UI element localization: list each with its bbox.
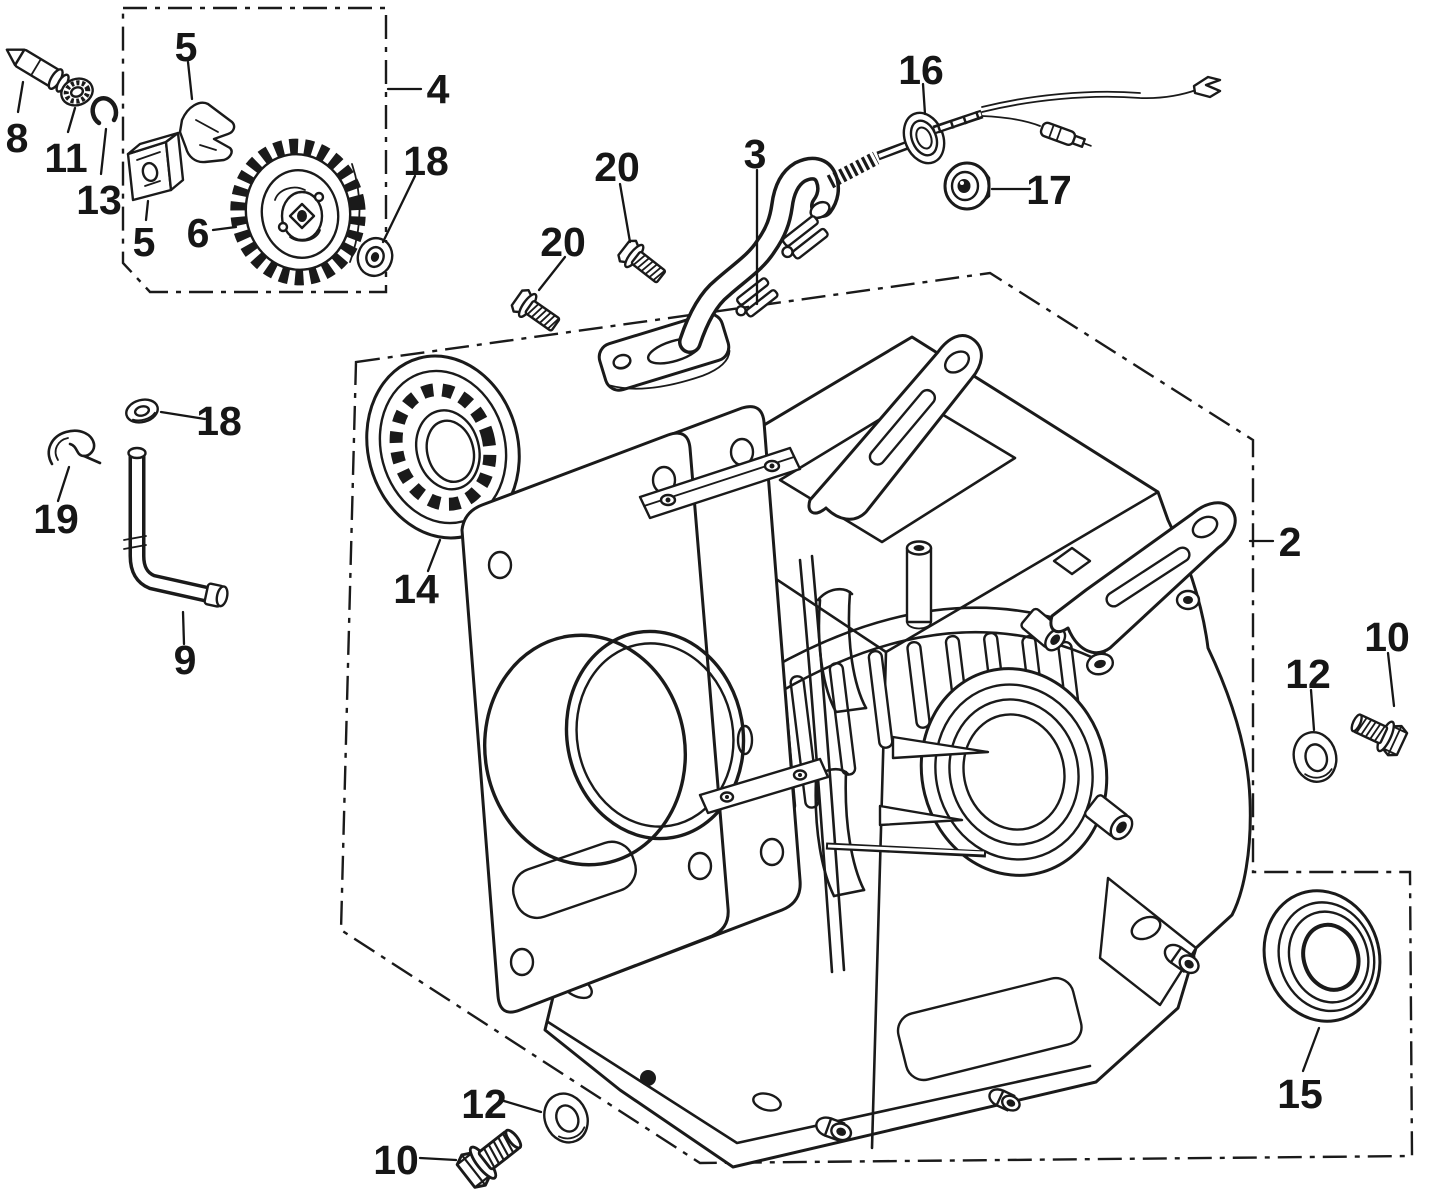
crank-bore bbox=[919, 667, 1109, 877]
mounting-bracket-right bbox=[1049, 501, 1237, 654]
part-10-drain-bolt-bottom bbox=[452, 1119, 530, 1193]
hose-clamp bbox=[781, 215, 829, 260]
part-11-lock-washer bbox=[60, 77, 94, 107]
bullet-terminal bbox=[1039, 121, 1092, 149]
callout-14-ball-bearing: 14 bbox=[393, 566, 439, 612]
leader-line-20-flange-bolt bbox=[537, 255, 567, 292]
leader-line-13-snap-ring bbox=[99, 127, 108, 176]
mount-foot bbox=[988, 1088, 1021, 1112]
part-20-flange-bolt-lower bbox=[508, 285, 565, 338]
leader-line-14-ball-bearing bbox=[426, 538, 442, 573]
bolt-boss bbox=[1020, 607, 1067, 652]
part-12-sealing-washer-right bbox=[1287, 726, 1343, 788]
part-9-breather-pipe bbox=[123, 446, 229, 608]
callout-6-starter-ratchet: 6 bbox=[187, 210, 210, 256]
part-3-breather-tube bbox=[597, 156, 841, 392]
leader-line-16-grommet bbox=[921, 82, 927, 116]
cylinder-bores bbox=[482, 629, 746, 867]
leader-line-8-pin bbox=[16, 80, 25, 114]
mount-foot bbox=[1163, 943, 1200, 975]
part-20-flange-bolt-upper bbox=[614, 236, 671, 289]
part-18-washer-gear bbox=[356, 236, 394, 278]
callout-19-clip: 19 bbox=[33, 496, 79, 542]
part-17-flange-nut bbox=[943, 161, 991, 211]
leader-line-10-flange-bolt bbox=[1386, 651, 1396, 708]
callout-5-coil-block: 5 bbox=[133, 219, 156, 265]
leader-line-20-flange-bolt bbox=[618, 182, 632, 244]
clamp-bars bbox=[638, 446, 830, 815]
part-5-contact-set bbox=[178, 101, 236, 164]
valve-chest-detail bbox=[798, 554, 987, 974]
leader-line-5-contact-set bbox=[186, 60, 194, 101]
callout-16-grommet: 16 bbox=[898, 47, 944, 93]
part-13-snap-ring bbox=[90, 96, 119, 126]
leader-line-12-sealing-washer bbox=[1309, 688, 1316, 732]
callout-4-ignition-group-box: 4 bbox=[427, 66, 450, 112]
callout-15-oil-seal: 15 bbox=[1277, 1071, 1323, 1117]
callout-12-sealing-washer: 12 bbox=[1285, 651, 1331, 697]
part-18-washer-left bbox=[125, 398, 159, 424]
leader-line-18-washer bbox=[381, 174, 417, 244]
callout-12-sealing-washer: 12 bbox=[461, 1081, 507, 1127]
group-4-box bbox=[121, 6, 388, 294]
callout-18-washer: 18 bbox=[196, 398, 242, 444]
leader-line-12-sealing-washer bbox=[502, 1099, 543, 1114]
leader-line-6-starter-ratchet bbox=[211, 225, 238, 232]
leader-line-10-drain-bolt bbox=[418, 1156, 458, 1162]
part-8-pin bbox=[5, 48, 70, 93]
part-15-oil-seal bbox=[1262, 889, 1382, 1023]
callout-10-drain-bolt: 10 bbox=[373, 1137, 419, 1183]
callout-18-washer: 18 bbox=[403, 138, 449, 184]
cable-spring-wrap bbox=[826, 151, 880, 189]
leader-line-9-breather-pipe bbox=[181, 610, 186, 646]
group-2-box bbox=[339, 271, 1414, 1165]
callout-5-contact-set: 5 bbox=[175, 24, 198, 70]
part-16-cable-grommet-assembly bbox=[826, 75, 1222, 189]
callout-9-breather-pipe: 9 bbox=[174, 637, 197, 683]
callout-17-flange-nut: 17 bbox=[1026, 167, 1072, 213]
callout-20-flange-bolt: 20 bbox=[540, 219, 586, 265]
callout-3-breather-tube: 3 bbox=[744, 131, 767, 177]
part-14-ball-bearing bbox=[365, 354, 521, 540]
leader-line-19-clip bbox=[56, 465, 71, 503]
callout-11-lock-washer: 11 bbox=[44, 135, 87, 181]
leader-line-15-oil-seal bbox=[1301, 1026, 1321, 1073]
leader-line-18-washer bbox=[159, 410, 207, 421]
callout-2-cylinder-block-box: 2 bbox=[1279, 519, 1302, 565]
part-5-coil-block bbox=[126, 131, 185, 202]
leader-line-11-lock-washer bbox=[66, 106, 77, 134]
callout-8-pin: 8 bbox=[6, 115, 29, 161]
bolt-boss bbox=[1085, 652, 1115, 676]
bolt-boss bbox=[1083, 794, 1134, 841]
grommet bbox=[902, 111, 946, 165]
spade-terminal bbox=[1192, 75, 1222, 99]
mount-foot bbox=[815, 1116, 853, 1142]
part-10-flange-bolt-right bbox=[1345, 705, 1410, 760]
stud bbox=[905, 540, 933, 630]
part-12-sealing-washer-bottom bbox=[535, 1085, 597, 1151]
hose-clamp bbox=[735, 277, 779, 318]
mounting-bracket-left bbox=[807, 334, 983, 521]
part-19-clip bbox=[47, 429, 102, 466]
callout-10-flange-bolt: 10 bbox=[1364, 614, 1410, 660]
callout-20-flange-bolt: 20 bbox=[594, 144, 640, 190]
gasket-plate bbox=[460, 431, 730, 1014]
dowel bbox=[1052, 546, 1092, 576]
leader-line-5-coil-block bbox=[144, 199, 150, 222]
part-6-starter-ratchet bbox=[230, 138, 366, 286]
callout-13-snap-ring: 13 bbox=[76, 177, 122, 223]
